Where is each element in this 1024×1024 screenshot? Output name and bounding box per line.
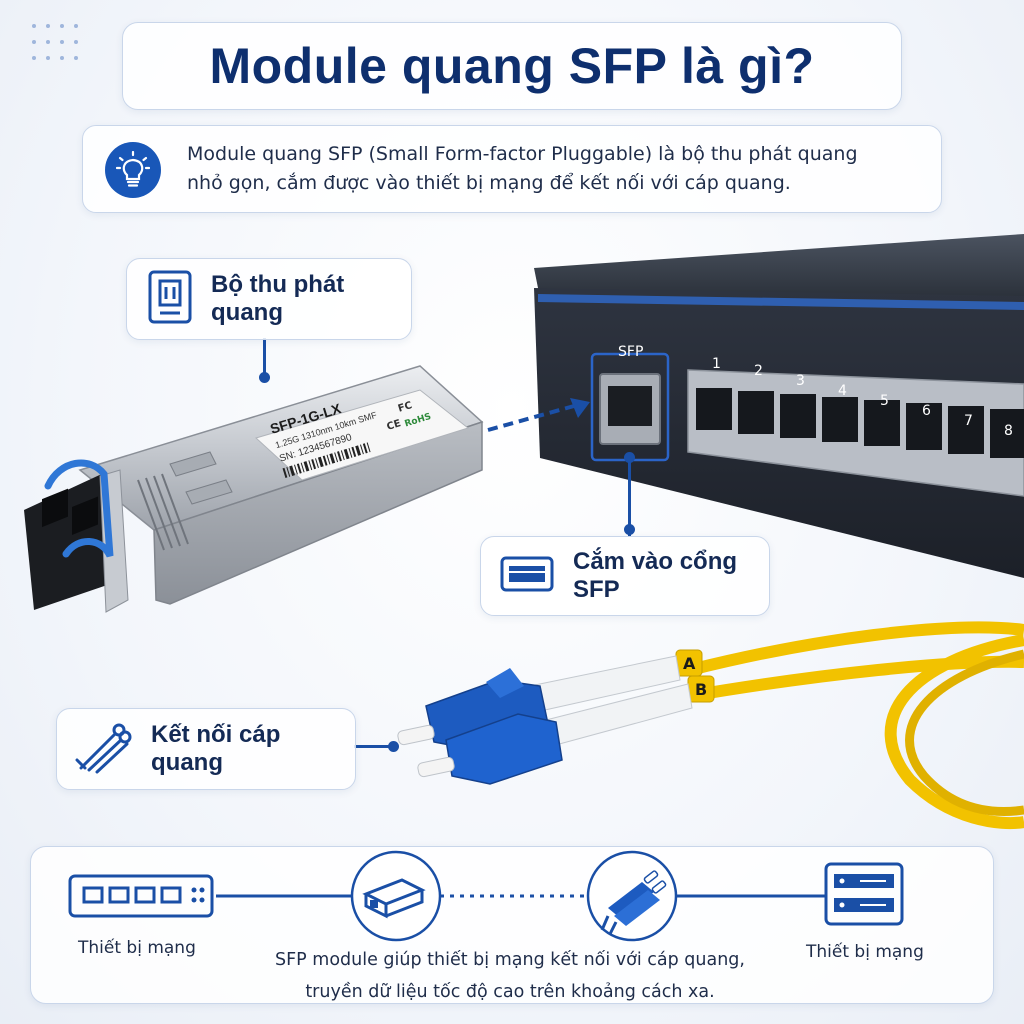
port-number-6: 6 xyxy=(922,403,931,419)
definition-card: Module quang SFP (Small Form-factor Plug… xyxy=(82,125,942,213)
bottom-caption-line-2: truyền dữ liệu tốc độ cao trên khoảng cá… xyxy=(305,982,715,1002)
port-number-7: 7 xyxy=(964,413,973,429)
transceiver-label: Bộ thu phát quang xyxy=(211,271,345,326)
bottom-left-device-label: Thiết bị mạng xyxy=(78,938,196,958)
port-number-8: 8 xyxy=(1004,423,1013,439)
lc-latch xyxy=(486,668,524,698)
cable-strand-a xyxy=(688,621,1024,676)
port-number-1: 1 xyxy=(712,356,721,372)
definition-line-2: nhỏ gọn, cắm được vào thiết bị mạng để k… xyxy=(187,172,791,194)
cable-tag-a-text: A xyxy=(683,654,696,673)
cable-label: Kết nối cáp quang xyxy=(151,721,281,776)
port-number-4: 4 xyxy=(838,383,847,399)
port-label: Cắm vào cổng SFP xyxy=(573,548,738,603)
server-icon xyxy=(824,862,904,926)
bottom-caption: SFP module giúp thiết bị mạng kết nối vớ… xyxy=(270,944,750,1008)
rj45-port-7 xyxy=(948,406,984,454)
sfp-label-sticker xyxy=(255,389,470,481)
bottom-right-device-label: Thiết bị mạng xyxy=(806,942,924,962)
rj45-port-3 xyxy=(780,394,816,438)
bottom-caption-line-1: SFP module giúp thiết bị mạng kết nối vớ… xyxy=(275,950,745,970)
transceiver-label-card: Bộ thu phát quang xyxy=(126,258,412,340)
page-title: Module quang SFP là gì? xyxy=(209,38,815,94)
ferrule-b xyxy=(417,756,455,778)
callout-line-transceiver xyxy=(263,338,266,378)
sfp-latch-tab-2 xyxy=(185,479,233,505)
dot-grid-decoration xyxy=(32,24,78,60)
callout-line-port xyxy=(628,458,631,536)
sfp-module-illustration: SFP-1G-LX 1.25G 1310nm 10km SMF SN: 1234… xyxy=(24,365,484,613)
definition-text: Module quang SFP (Small Form-factor Plug… xyxy=(187,140,917,198)
sfp-bail-handle xyxy=(44,459,114,558)
fiber-cable-illustration: A B xyxy=(397,621,1024,830)
sfp-ce-mark: CE xyxy=(386,418,403,433)
cable-loop-inner xyxy=(905,649,1024,816)
insert-arrow xyxy=(487,398,590,432)
lc-connector-b xyxy=(445,713,563,785)
callout-dot-transceiver xyxy=(259,372,270,383)
port-number-2: 2 xyxy=(754,363,763,379)
cable-tag-b-text: B xyxy=(695,680,707,699)
rj45-port-8 xyxy=(990,409,1024,458)
sfp-port-label: SFP xyxy=(618,344,643,360)
definition-line-1: Module quang SFP (Small Form-factor Plug… xyxy=(187,143,858,165)
network-switch-illustration: SFP 1 2 3 4 5 6 7 8 xyxy=(534,234,1024,578)
callout-dot-port-end xyxy=(624,524,635,535)
sfp-lc-port-1 xyxy=(42,488,68,528)
sfp-lc-port-2 xyxy=(72,496,98,535)
rj45-port-2 xyxy=(738,391,774,434)
callout-line-cable xyxy=(354,745,394,748)
callout-dot-cable xyxy=(388,741,399,752)
rj45-port-5 xyxy=(864,400,900,446)
sfp-port-icon xyxy=(499,555,555,597)
title-card: Module quang SFP là gì? xyxy=(122,22,902,110)
sfp-latch-tab-1 xyxy=(169,451,217,477)
sfp-module-icon xyxy=(350,850,442,942)
cable-loop xyxy=(884,634,1024,830)
sfp-ribs xyxy=(137,473,189,551)
sfp-fc-mark: FC xyxy=(397,400,414,415)
port-number-5: 5 xyxy=(880,393,889,409)
lightbulb-icon xyxy=(105,142,161,198)
port-label-card: Cắm vào cổng SFP xyxy=(480,536,770,616)
cable-label-card: Kết nối cáp quang xyxy=(56,708,356,790)
rj45-ports xyxy=(696,388,1024,458)
callout-dot-port xyxy=(624,452,635,463)
fiber-cable-icon xyxy=(75,720,133,778)
rj45-port-1 xyxy=(696,388,732,430)
bottom-flow-diagram xyxy=(68,850,904,942)
port-number-3: 3 xyxy=(796,373,805,389)
sfp-barcode xyxy=(282,442,371,478)
rj45-port-6 xyxy=(906,403,942,450)
sfp-cage-opening xyxy=(608,386,652,426)
ferrule-a xyxy=(397,724,435,746)
rj45-port-4 xyxy=(822,397,858,442)
port-numbers: 1 2 3 4 5 6 7 8 xyxy=(712,356,1013,439)
transceiver-icon xyxy=(147,269,193,329)
network-switch-icon xyxy=(68,874,214,918)
switch-top xyxy=(534,234,1024,300)
lc-connector-icon xyxy=(586,850,678,942)
switch-blue-stripe xyxy=(538,294,1024,310)
